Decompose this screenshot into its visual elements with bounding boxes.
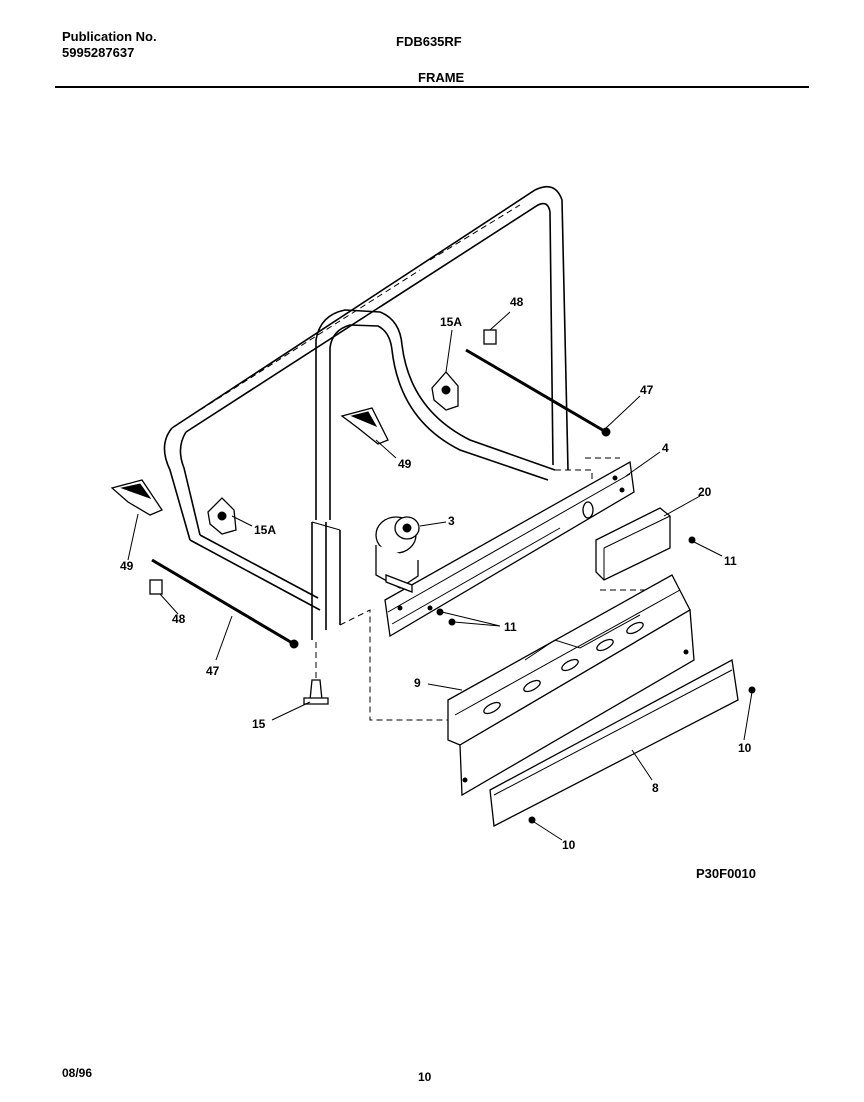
publication-label: Publication No. bbox=[62, 29, 157, 44]
footer-date: 08/96 bbox=[62, 1066, 93, 1080]
publication-number: 5995287637 bbox=[62, 45, 135, 60]
callout-11-left: 11 bbox=[504, 620, 517, 634]
cover-part-20 bbox=[595, 507, 671, 581]
callout-15: 15 bbox=[252, 717, 266, 731]
hinge-part-15a-right bbox=[431, 371, 459, 411]
leg-bracket-part-49-right bbox=[340, 407, 389, 445]
screw-part-10-bottom bbox=[528, 816, 536, 824]
callout-10-bottom: 10 bbox=[562, 838, 576, 852]
leveling-leg-part-15 bbox=[303, 679, 329, 705]
callout-15a-upper: 15A bbox=[440, 315, 462, 329]
hinge-part-15a-left bbox=[207, 497, 237, 535]
callout-8: 8 bbox=[652, 781, 659, 795]
front-rail-part-4 bbox=[384, 460, 635, 638]
clip-part-48-lower bbox=[149, 579, 163, 595]
page-number: 10 bbox=[418, 1070, 432, 1084]
screw-part-11-right bbox=[688, 536, 696, 544]
drawing-code: P30F0010 bbox=[696, 866, 756, 881]
callout-11-right: 11 bbox=[724, 554, 737, 568]
callout-15a-lower: 15A bbox=[254, 523, 276, 537]
callout-10-right: 10 bbox=[738, 741, 752, 755]
callout-47-lower: 47 bbox=[206, 664, 220, 678]
rod-part-47-upper bbox=[465, 348, 611, 437]
callout-49-right: 49 bbox=[398, 457, 412, 471]
section-title: FRAME bbox=[418, 70, 465, 85]
callout-leaders bbox=[127, 311, 753, 841]
callout-9: 9 bbox=[414, 676, 421, 690]
clip-part-48-upper bbox=[483, 329, 497, 345]
callout-49-left: 49 bbox=[120, 559, 134, 573]
leg-bracket-part-49-left bbox=[110, 479, 163, 516]
callout-48-upper: 48 bbox=[510, 295, 524, 309]
tub-frame bbox=[163, 185, 569, 640]
front-panel-part-8 bbox=[459, 608, 739, 828]
pump-part-3 bbox=[375, 516, 420, 593]
callout-48-lower: 48 bbox=[172, 612, 186, 626]
model-number: FDB635RF bbox=[396, 34, 462, 49]
rod-part-47-lower bbox=[151, 558, 299, 649]
callout-47-upper: 47 bbox=[640, 383, 654, 397]
callout-4: 4 bbox=[662, 441, 669, 455]
callout-labels: 48 15A 47 4 20 49 3 15A 49 11 11 48 47 9… bbox=[120, 295, 752, 852]
header-rule bbox=[55, 86, 809, 88]
callout-20: 20 bbox=[698, 485, 712, 499]
callout-3: 3 bbox=[448, 514, 455, 528]
